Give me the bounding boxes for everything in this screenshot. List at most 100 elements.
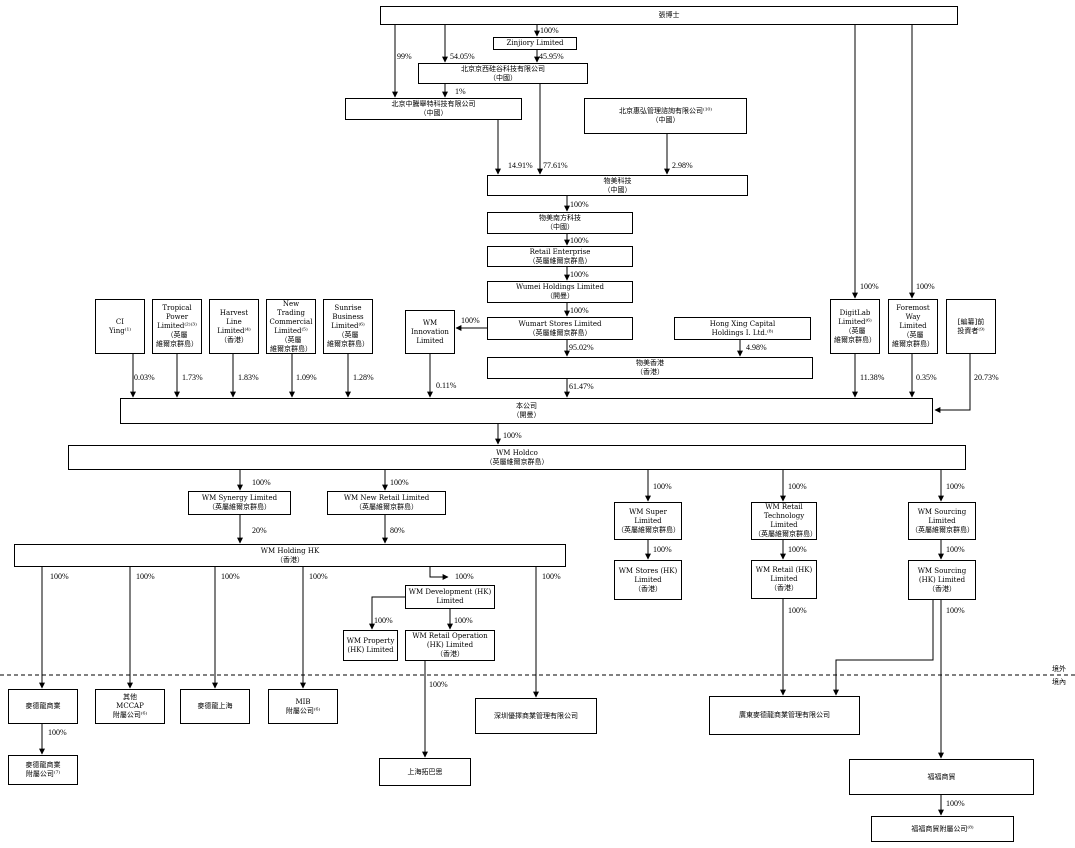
pct-yuefu-subs: 100% — [946, 799, 965, 808]
pct-2073: 20.73% — [974, 373, 999, 382]
pct-super: 100% — [653, 482, 672, 491]
pct-20: 20% — [252, 526, 267, 535]
entity-yuefu-subs: 福福商貿附屬公司⁽⁸⁾ — [871, 816, 1014, 842]
pct-retail-op: 100% — [454, 616, 473, 625]
pct-foremost: 100% — [916, 282, 935, 291]
entity-wm-new-retail: WM New Retail Limited （英屬維爾京群島） — [327, 491, 446, 515]
entity-guangdong: 廣東麥德龍商業管理有限公司 — [709, 696, 860, 735]
entity-company: 本公司 （開曼） — [120, 398, 933, 424]
entity-new-trading: New Trading Commercial Limited⁽⁵⁾ （英屬 維爾… — [266, 299, 316, 354]
pct-80: 80% — [390, 526, 405, 535]
entity-wm-property: WM Property (HK) Limited — [343, 630, 398, 661]
pct-h6: 100% — [542, 572, 561, 581]
entity-tropical-power: Tropical Power Limited⁽²⁾⁽³⁾ （英屬 維爾京群島） — [152, 299, 202, 354]
pct-holdco: 100% — [503, 431, 522, 440]
pct-tuobasi: 100% — [429, 680, 448, 689]
entity-dr-zhang: 張博士 — [380, 6, 958, 25]
entity-wm-holdco: WM Holdco （英屬維爾京群島） — [68, 445, 966, 470]
pct-1: 1% — [455, 87, 466, 96]
pct-1138: 11.38% — [860, 373, 885, 382]
pct-sourcing: 100% — [946, 482, 965, 491]
entity-wumart-stores: Wumart Stores Limited （英屬維爾京群島） — [487, 317, 633, 340]
pct-h4: 100% — [309, 572, 328, 581]
entity-maidelong-subs: 麥德龍商業 附屬公司⁽⁷⁾ — [8, 755, 78, 785]
pct-sourcing-hk: 100% — [946, 545, 965, 554]
entity-wm-sourcing-hk: WM Sourcing (HK) Limited （香港） — [908, 560, 976, 600]
pct-holdings: 100% — [570, 270, 589, 279]
entity-bj-xinke: 北京京西硅谷科技有限公司 （中國） — [418, 63, 588, 84]
pct-498: 4.98% — [746, 343, 767, 352]
entity-maidelong-shanghai: 麥德龍上海 — [180, 689, 250, 724]
pct-6147: 61.47% — [569, 382, 594, 391]
pct-7761: 77.61% — [543, 161, 568, 170]
pct-128: 1.28% — [353, 373, 374, 382]
entity-shenzhen: 深圳優擇商業管理有限公司 — [475, 698, 597, 734]
entity-maidelong: 麥德龍商業 — [8, 689, 78, 724]
entity-wumei-hk: 物美香港 （香港） — [487, 357, 813, 379]
pct-retail-hk: 100% — [788, 545, 807, 554]
entity-digitlab: DigitLab Limited⁽⁶⁾ （英屬 維爾京群島） — [830, 299, 880, 354]
pct-stores-hk: 100% — [653, 545, 672, 554]
entity-wumei-south: 物美南方科技 （中國） — [487, 212, 633, 234]
pct-retail-ent: 100% — [570, 236, 589, 245]
pct-south: 100% — [570, 200, 589, 209]
entity-wm-sourcing: WM Sourcing Limited （英屬維爾京群島） — [908, 502, 976, 540]
pct-1491: 14.91% — [508, 161, 533, 170]
entity-zinjiory: Zinjiory Limited — [493, 37, 577, 50]
entity-harvest-line: Harvest Line Limited⁽⁴⁾ （香港） — [209, 299, 259, 354]
pct-synergy: 100% — [252, 478, 271, 487]
entity-wm-super: WM Super Limited （英屬維爾京群島） — [614, 502, 682, 540]
entity-hongxing: Hong Xing Capital Holdings I. Ltd.⁽⁸⁾ — [674, 317, 811, 340]
entity-mib: MIB 附屬公司⁽⁶⁾ — [268, 689, 338, 724]
entity-wm-holding-hk: WM Holding HK （香港） — [14, 544, 566, 567]
pct-digitlab: 100% — [860, 282, 879, 291]
pct-99: 99% — [397, 52, 412, 61]
entity-wumei-holdings: Wumei Holdings Limited （開曼） — [487, 281, 633, 303]
entity-bj-huihong: 北京惠弘管理諮詢有限公司⁽¹⁰⁾ （中國） — [584, 98, 747, 134]
region-offshore-label: 境外 — [1052, 665, 1066, 673]
pct-183: 1.83% — [238, 373, 259, 382]
entity-wumei-tech: 物美科技 （中國） — [487, 175, 748, 196]
pct-guangdong: 100% — [788, 606, 807, 615]
pct-property: 100% — [374, 616, 393, 625]
pct-stores: 100% — [570, 306, 589, 315]
pct-maidelong-subs: 100% — [48, 728, 67, 737]
entity-wm-retail-hk: WM Retail (HK) Limited （香港） — [751, 560, 817, 599]
pct-011: 0.11% — [436, 381, 457, 390]
pct-h2: 100% — [136, 572, 155, 581]
entity-wm-innovation: WM Innovation Limited — [405, 310, 455, 354]
entity-wm-retail-operation: WM Retail Operation (HK) Limited （香港） — [405, 630, 495, 661]
entity-sunrise-business: Sunrise Business Limited⁽⁶⁾ （英屬 維爾京群島） — [323, 299, 373, 354]
region-onshore-label: 境內 — [1052, 678, 1066, 686]
pct-h3: 100% — [221, 572, 240, 581]
entity-bj-zhongteng: 北京中騰舉特科技有限公司 （中國） — [345, 98, 522, 120]
pct-173: 1.73% — [182, 373, 203, 382]
entity-shanghai-tuobasi: 上海拓巴思 — [379, 758, 471, 786]
pct-298: 2.98% — [672, 161, 693, 170]
entity-wm-stores-hk: WM Stores (HK) Limited （香港） — [614, 560, 682, 600]
pct-zinjiory: 100% — [540, 26, 559, 35]
pct-retail-tech: 100% — [788, 482, 807, 491]
pct-h5: 100% — [455, 572, 474, 581]
pct-109: 1.09% — [296, 373, 317, 382]
entity-wm-development: WM Development (HK) Limited — [405, 585, 495, 609]
pct-4595: 45.95% — [539, 52, 564, 61]
entity-foremost-way: Foremost Way Limited （英屬 維爾京群島） — [888, 299, 938, 354]
entity-pre-ipo-investors: [編纂]前 投資者⁽⁹⁾ — [946, 299, 996, 354]
pct-003: 0.03% — [134, 373, 155, 382]
entity-yuefu: 福福商貿 — [849, 759, 1034, 795]
pct-5405: 54.05% — [450, 52, 475, 61]
entity-wm-synergy: WM Synergy Limited （英屬維爾京群島） — [188, 491, 291, 515]
pct-yuefu-sourcing: 100% — [946, 606, 965, 615]
entity-wm-retail-tech: WM Retail Technology Limited （英屬維爾京群島） — [751, 502, 817, 540]
pct-innovation: 100% — [461, 316, 480, 325]
pct-9502: 95.02% — [569, 343, 594, 352]
entity-other-mccap: 其他 MCCAP 附屬公司⁽⁶⁾ — [95, 689, 165, 724]
entity-ci-ying: CI Ying⁽¹⁾ — [95, 299, 145, 354]
pct-h1: 100% — [50, 572, 69, 581]
pct-new-retail: 100% — [390, 478, 409, 487]
entity-retail-enterprise: Retail Enterprise （英屬維爾京群島） — [487, 246, 633, 267]
pct-035: 0.35% — [916, 373, 937, 382]
